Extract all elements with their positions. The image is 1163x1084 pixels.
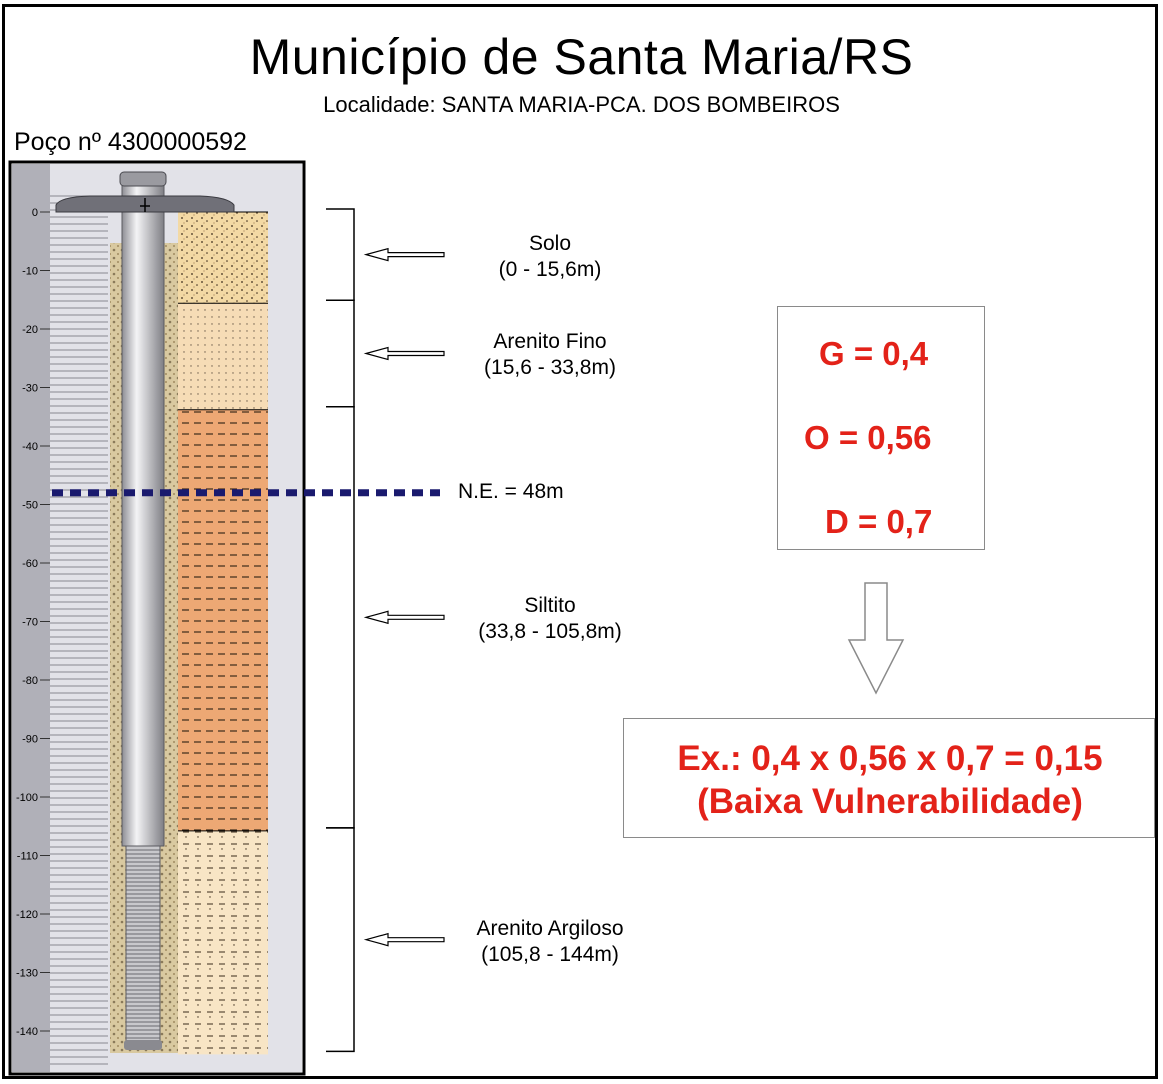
example-calculation: Ex.: 0,4 x 0,56 x 0,7 = 0,15 (677, 739, 1103, 778)
layer-name: Siltito (524, 594, 576, 618)
layer-range: (0 - 15,6m) (498, 257, 602, 281)
scale-lines (50, 195, 108, 1065)
factor-d: D = 0,7 (825, 503, 933, 540)
layer-pattern (178, 303, 268, 410)
layer-brackets (326, 208, 355, 1053)
outer-frame (2, 4, 1158, 1079)
layer-bracket (326, 827, 355, 1053)
depth-tick-label: -40 (22, 441, 38, 453)
depth-tick-label: -50 (22, 500, 38, 512)
well-label: Poço nº 4300000592 (14, 128, 247, 156)
layer-range: (33,8 - 105,8m) (478, 620, 622, 644)
water-level-label: N.E. = 48m (458, 479, 564, 503)
factor-g: G = 0,4 (819, 335, 929, 372)
layer-bracket (326, 208, 355, 302)
left-arrow-icon (363, 247, 445, 262)
depth-tick-label: -130 (16, 968, 38, 980)
left-arrow-icon (363, 932, 445, 947)
depth-tick-label: -30 (22, 383, 38, 395)
layer-label: Solo(0 - 15,6m) (440, 231, 660, 283)
well-cap (119, 171, 167, 187)
layer-pattern (178, 212, 268, 304)
result-box: Ex.: 0,4 x 0,56 x 0,7 = 0,15 (Baixa Vuln… (623, 718, 1155, 838)
depth-tick-label: -90 (22, 734, 38, 746)
layer-pattern (178, 830, 268, 1055)
vulnerability-class: (Baixa Vulnerabilidade) (697, 782, 1083, 821)
left-arrow-icon (363, 346, 445, 361)
well-panel-border (8, 160, 306, 1076)
depth-tick-label: -70 (22, 617, 38, 629)
depth-tick-label: -110 (17, 851, 38, 863)
layer-label: Arenito Fino(15,6 - 33,8m) (440, 329, 660, 381)
layer-name: Arenito Argiloso (476, 916, 624, 940)
depth-tick-label: -100 (16, 792, 38, 804)
layer-name: Solo (528, 231, 572, 255)
depth-tick-label: -20 (22, 324, 38, 336)
layer-arrows (363, 247, 445, 947)
layer-range: (15,6 - 33,8m) (484, 356, 616, 380)
layer-label: Arenito Argiloso(105,8 - 144m) (440, 916, 660, 968)
layer-pattern (178, 409, 268, 831)
depth-tick-label: -10 (22, 266, 38, 278)
depth-scale-strip (12, 164, 50, 1072)
layer-name: Arenito Fino (493, 330, 607, 354)
layer-range: (105,8 - 144m) (481, 942, 619, 966)
depth-tick-label: 0 (32, 207, 38, 219)
layer-label: Siltito(33,8 - 105,8m) (440, 593, 660, 645)
blank-casing (121, 173, 165, 847)
lithology-column (178, 211, 268, 1055)
layer-bracket (326, 405, 355, 829)
depth-tick-label: -60 (22, 558, 38, 570)
depth-ticks: 0 -10 -20 -30 -40 -50 -60 -70 -80 -90 -100 -110 -120… (16, 207, 50, 1038)
depth-tick-label: -140 (16, 1026, 38, 1038)
locality-subtitle: Localidade: SANTA MARIA-PCA. DOS BOMBEIR… (323, 92, 840, 117)
page-title: Município de Santa Maria/RS (249, 29, 914, 85)
left-arrow-icon (363, 610, 445, 625)
depth-tick-label: -80 (22, 675, 38, 687)
casing-bottom (124, 1040, 162, 1050)
god-factors-box: G = 0,4 O = 0,56 D = 0,7 (777, 306, 985, 550)
factor-o: O = 0,56 (804, 419, 932, 456)
down-arrow-icon (847, 582, 905, 695)
layer-bracket (326, 299, 355, 408)
screen-casing (125, 845, 161, 1049)
depth-tick-label: -120 (16, 909, 38, 921)
